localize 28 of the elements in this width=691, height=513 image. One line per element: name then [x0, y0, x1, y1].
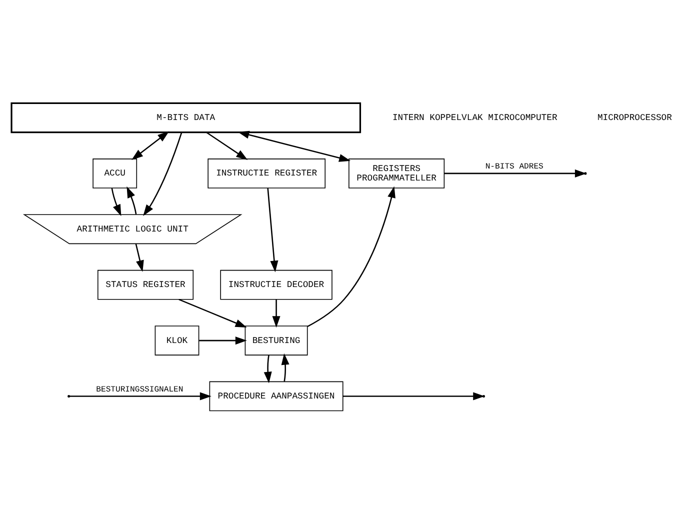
arrow	[111, 188, 122, 216]
label: INTERN KOPPELVLAK MICROCOMPUTER	[392, 112, 558, 123]
node-box: M-BITS DATA	[10, 102, 362, 133]
arrow	[143, 132, 182, 216]
arrow	[307, 186, 396, 326]
node-box: REGISTERS PROGRAMMATELLER	[348, 158, 445, 188]
arrow	[281, 352, 290, 381]
arrow	[238, 130, 351, 162]
node-box: INSTRUCTIE REGISTER	[208, 158, 326, 188]
node-box: PROCEDURE AANPASSINGEN	[209, 380, 344, 411]
node-box: ACCU	[92, 158, 138, 188]
node-box: BESTURING	[244, 325, 308, 355]
arrow	[126, 186, 137, 214]
label: MICROPROCESSOR	[597, 112, 672, 123]
arrow	[272, 299, 280, 328]
arrow	[178, 298, 247, 328]
arrow	[70, 392, 212, 400]
node-box: STATUS REGISTER	[97, 269, 194, 300]
node-box: KLOK	[154, 325, 200, 355]
arrow	[264, 354, 272, 383]
arrow	[135, 243, 144, 272]
arrow	[199, 336, 247, 344]
arrow	[132, 130, 170, 160]
edge-label: N-BITS ADRES	[485, 162, 544, 172]
node-box: INSTRUCTIE DECODER	[220, 269, 332, 300]
arrow	[267, 188, 278, 272]
edge-label: BESTURINGSSIGNALEN	[96, 384, 184, 394]
arrow	[206, 131, 248, 160]
